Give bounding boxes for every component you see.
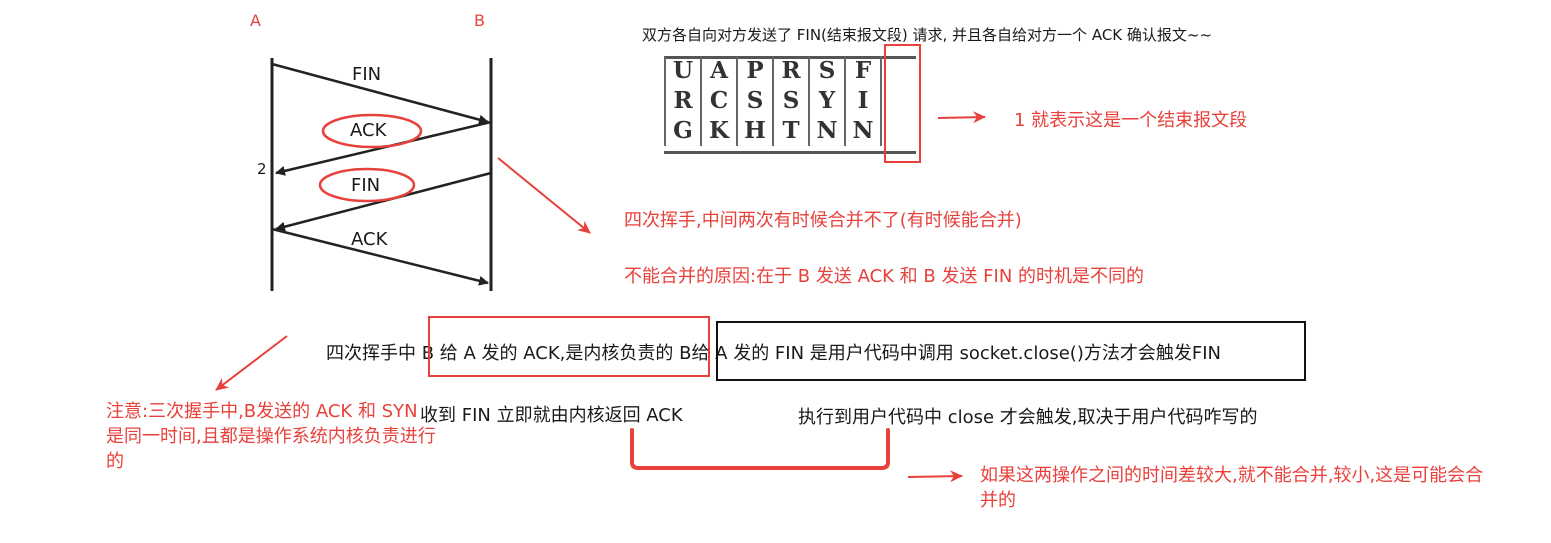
flag-a-3: K [700, 116, 738, 146]
pointer-arrow-four-way [497, 157, 591, 234]
flag-f: F [844, 56, 882, 86]
merge-reason-note: 不能合并的原因:在于 B 发送 ACK 和 B 发送 FIN 的时机是不同的 [624, 266, 1145, 287]
ack-kernel-box [428, 316, 710, 377]
fin-highlight-ellipse [318, 167, 416, 203]
main-ack-part: B 给 A 发的 ACK,是内核负责的 [421, 343, 680, 364]
msg-label-fin-2: FIN [351, 175, 381, 196]
msg-label-fin-1: FIN [352, 64, 382, 85]
flag-p-2: S [736, 86, 774, 116]
flag-a: A [700, 56, 738, 86]
main-prefix: 四次挥手中 [326, 343, 422, 364]
main-fin-part: B给 A 发的 FIN 是用户代码中调用 socket.close()方法才会触… [679, 343, 1221, 364]
fin-detail: 执行到用户代码中 close 才会触发,取决于用户代码咋写的 [798, 407, 1258, 428]
flag-r-3: T [772, 116, 810, 146]
pointer-arrow-three-way [215, 335, 288, 391]
four-way-note: 四次挥手,中间两次有时候合并不了(有时候能合并) [624, 210, 1022, 231]
flag-r: R [772, 56, 810, 86]
flag-u-3: G [664, 116, 702, 146]
merge-condition-note: 如果这两操作之间的时间差较大,就不能合并,较小,这是可能会合并的 [980, 465, 1484, 511]
msg-label-ack-1: ACK [350, 120, 387, 141]
msg-ack-2-arrow [271, 227, 489, 286]
flag-r-2: S [772, 86, 810, 116]
flag-f-2: I [844, 86, 882, 116]
host-a-label: A [250, 11, 261, 30]
flag-s: S [808, 56, 846, 86]
flag-p-3: H [736, 116, 774, 146]
pointer-arrow-fin-flag [937, 111, 986, 124]
flags-caption: 双方各自向对方发送了 FIN(结束报文段) 请求, 并且各自给对方一个 ACK … [642, 26, 1213, 44]
pointer-arrow-merge [907, 470, 963, 483]
flag-u: U [664, 56, 702, 86]
flag-s-2: Y [808, 86, 846, 116]
fin-user-code-box [716, 321, 1306, 381]
msg-label-ack-2: ACK [351, 229, 388, 250]
timeline-mark: 2 [257, 160, 267, 178]
fin-flag-note: 1 就表示这是一个结束报文段 [1014, 110, 1248, 131]
flag-u-2: R [664, 86, 702, 116]
ack-highlight-ellipse [321, 113, 423, 149]
three-way-note: 注意:三次握手中,B发送的 ACK 和 SYN 是同一时间,且都是操作系统内核负… [106, 401, 436, 472]
flag-s-3: N [808, 116, 846, 146]
flag-a-2: C [700, 86, 738, 116]
flag-f-3: N [844, 116, 882, 146]
host-b-label: B [474, 11, 485, 30]
flag-p: P [736, 56, 774, 86]
msg-fin-1-arrow [271, 62, 489, 125]
detail-bracket [630, 428, 890, 470]
tcp-flags-table: U A P R S F R C S S Y I G K H T N N [664, 56, 882, 146]
ack-detail: 收到 FIN 立即就由内核返回 ACK [420, 405, 683, 426]
fin-column-highlight [884, 44, 921, 163]
main-explanation: 四次挥手中 B 给 A 发的 ACK,是内核负责的 B给 A 发的 FIN 是用… [326, 339, 1221, 365]
